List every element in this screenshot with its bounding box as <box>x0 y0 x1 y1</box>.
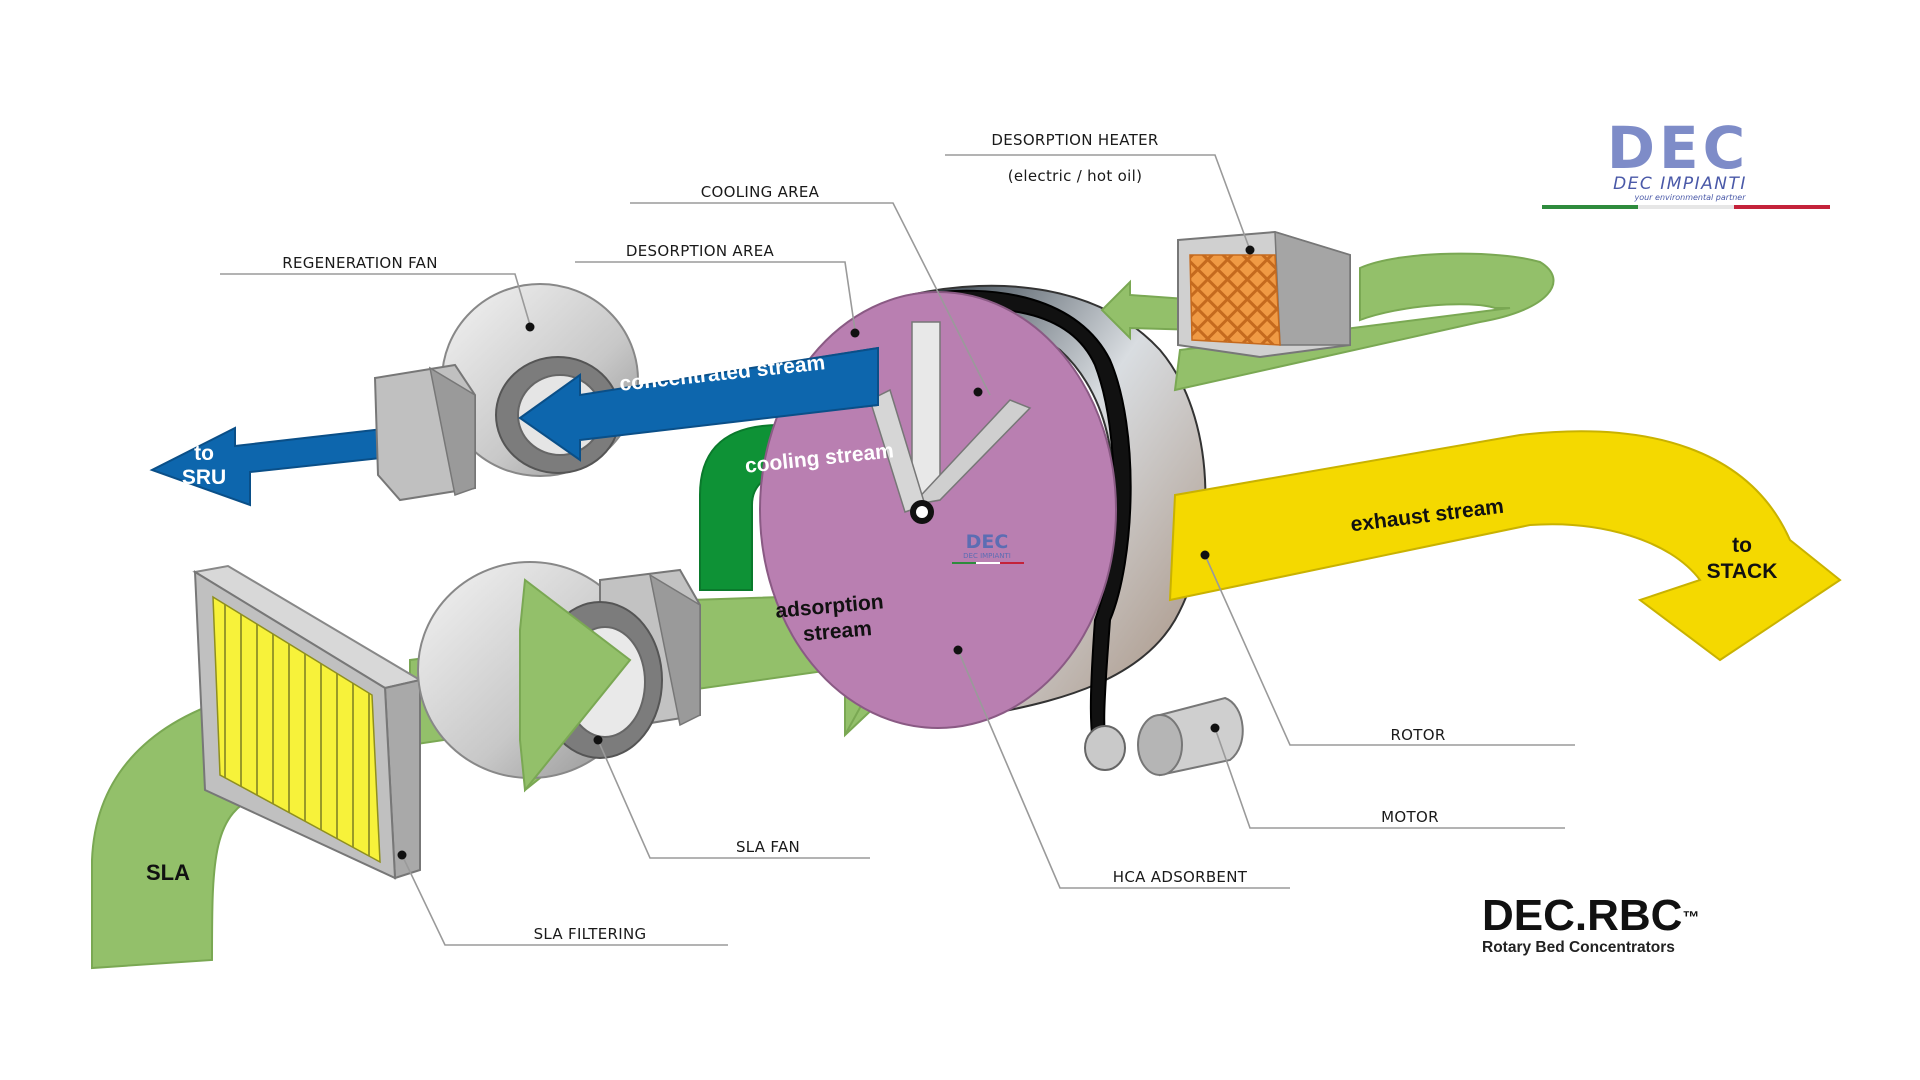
sla-fan-label: SLA FAN <box>736 838 800 856</box>
desorption-heater-label: DESORPTION HEATER <box>991 131 1158 149</box>
exhaust-stream-arrow <box>1168 430 1842 662</box>
sla-filtering-label: SLA FILTERING <box>534 925 647 943</box>
logo-flag-red <box>1734 205 1830 209</box>
sla-label: SLA <box>146 860 190 885</box>
to-sru-label-2: SRU <box>182 466 226 489</box>
desorption-area-label: DESORPTION AREA <box>626 242 775 260</box>
svg-text:DEC IMPIANTI: DEC IMPIANTI <box>963 552 1011 560</box>
svg-text:DEC: DEC <box>966 531 1009 553</box>
product-subtitle: Rotary Bed Concentrators <box>1482 939 1675 956</box>
rotor-label: ROTOR <box>1390 726 1445 744</box>
to-sru-label-1: to <box>194 442 214 465</box>
logo-name: DEC IMPIANTI <box>1613 174 1747 194</box>
desorption-heater-note: (electric / hot oil) <box>1008 167 1142 185</box>
trademark-symbol: ™ <box>1682 908 1700 927</box>
to-stack-label-2: STACK <box>1707 560 1778 583</box>
motor <box>1084 696 1244 777</box>
company-logo: DEC DEC IMPIANTI your environmental part… <box>1542 114 1830 209</box>
concentrated-arrow-head <box>518 346 879 462</box>
logo-flag-green <box>1542 205 1638 209</box>
desorption-heater <box>1177 230 1351 359</box>
callout-dots <box>397 245 1255 860</box>
hca-adsorbent-label: HCA ADSORBENT <box>1113 868 1248 886</box>
to-stack-label-1: to <box>1732 534 1752 557</box>
regeneration-fan-label: REGENERATION FAN <box>282 254 438 272</box>
rotor-logo: DEC DEC IMPIANTI <box>952 531 1024 564</box>
callout-leaders <box>220 154 1575 946</box>
logo-flag-white <box>1638 205 1734 209</box>
sla-fan-arrow <box>519 578 632 793</box>
sla-filter <box>192 564 423 880</box>
product-title-block: DEC.RBC™ Rotary Bed Concentrators <box>1482 893 1782 957</box>
cooling-area-label: COOLING AREA <box>701 183 820 201</box>
motor-label: MOTOR <box>1381 808 1439 826</box>
logo-wordmark: DEC <box>1607 114 1749 182</box>
product-name: DEC.RBC™ <box>1482 891 1700 940</box>
logo-tagline: your environmental partner <box>1633 193 1746 202</box>
